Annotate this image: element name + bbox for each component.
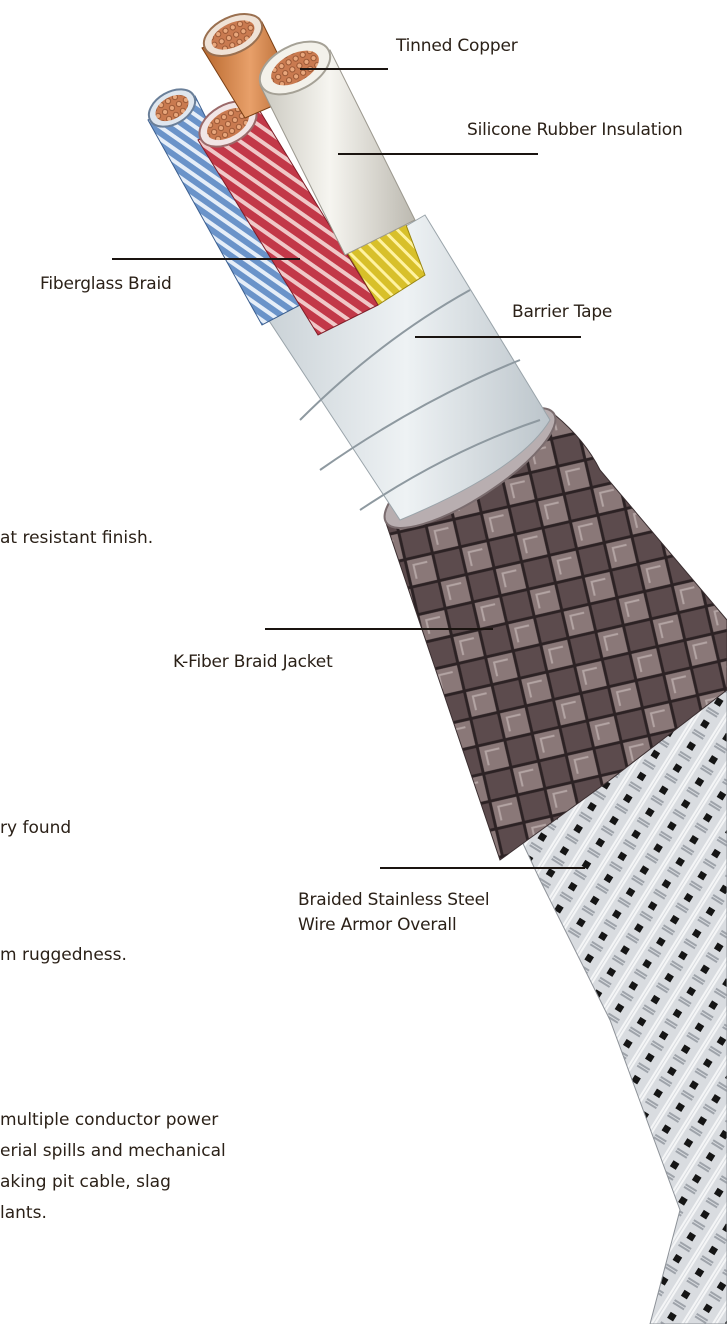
text-paragraph-line-3: aking pit cable, slag: [0, 1169, 171, 1195]
text-heat-resistant: at resistant finish.: [0, 525, 153, 551]
leader-tinned-copper: [300, 68, 388, 70]
text-ruggedness: m ruggedness.: [0, 942, 127, 968]
label-steel-armor-line1: Braided Stainless Steel: [298, 888, 489, 913]
leader-silicone-rubber: [338, 153, 538, 155]
text-paragraph-line-2: erial spills and mechanical: [0, 1138, 226, 1164]
leader-fiberglass-braid: [112, 258, 300, 260]
text-paragraph-line-4: lants.: [0, 1200, 47, 1226]
text-found: ry found: [0, 815, 71, 841]
label-silicone-rubber: Silicone Rubber Insulation: [467, 118, 683, 143]
leader-barrier-tape: [415, 336, 581, 338]
leader-steel-armor: [380, 867, 585, 869]
label-fiberglass-braid: Fiberglass Braid: [40, 272, 172, 297]
label-steel-armor: Braided Stainless Steel Wire Armor Overa…: [298, 888, 489, 937]
leader-kfiber-jacket: [265, 628, 493, 630]
label-tinned-copper: Tinned Copper: [396, 34, 518, 59]
label-steel-armor-line2: Wire Armor Overall: [298, 913, 489, 938]
label-barrier-tape: Barrier Tape: [512, 300, 612, 325]
text-paragraph-line-1: multiple conductor power: [0, 1107, 218, 1133]
label-kfiber-jacket: K-Fiber Braid Jacket: [173, 650, 333, 675]
